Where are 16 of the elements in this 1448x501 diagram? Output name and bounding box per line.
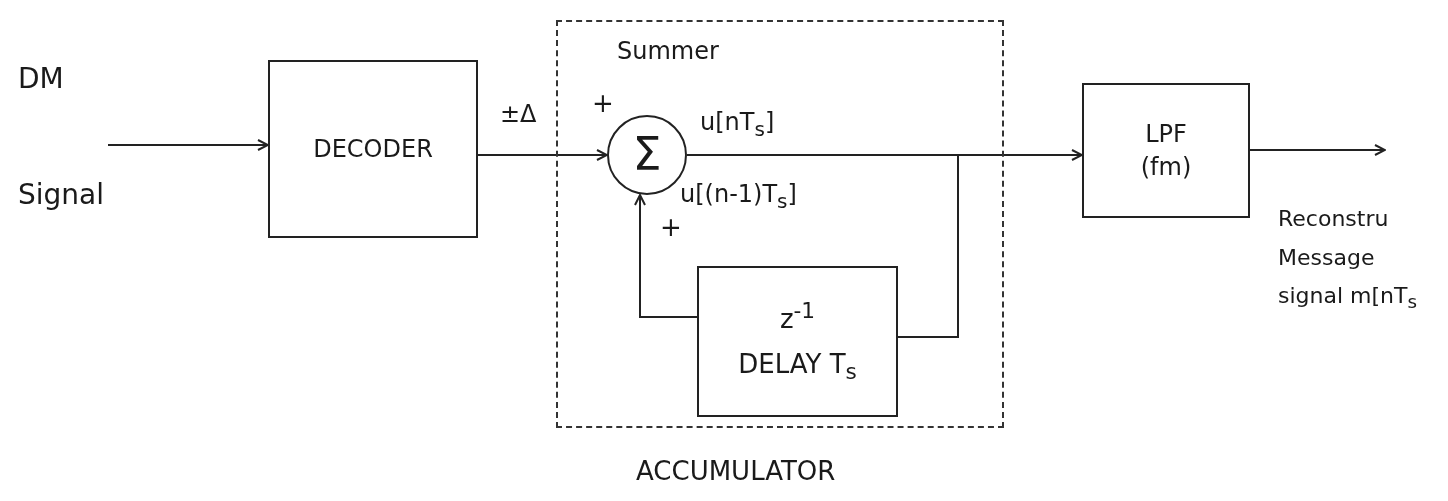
block-label: DELAY T$_{s}$ — [738, 348, 857, 385]
block-label: z$^{-1}$ — [779, 298, 816, 335]
group-heading: ACCUMULATOR — [636, 456, 836, 488]
sigma-symbol: Σ — [632, 127, 662, 183]
process-box — [1082, 83, 1250, 218]
signal-text: Signal — [18, 178, 105, 212]
sign-label: + — [592, 88, 614, 120]
block-label: (fm) — [1140, 152, 1192, 182]
delay-block — [697, 266, 898, 417]
caption-text: Summer — [617, 37, 719, 66]
process-box — [268, 60, 478, 238]
signal-text: DM — [18, 62, 65, 96]
sign-label: + — [660, 212, 682, 244]
block-label: LPF — [1145, 119, 1187, 149]
output-label: Reconstru Message signal m[nT$_{s}$ — [1278, 205, 1419, 315]
block-label: DECODER — [313, 134, 433, 164]
